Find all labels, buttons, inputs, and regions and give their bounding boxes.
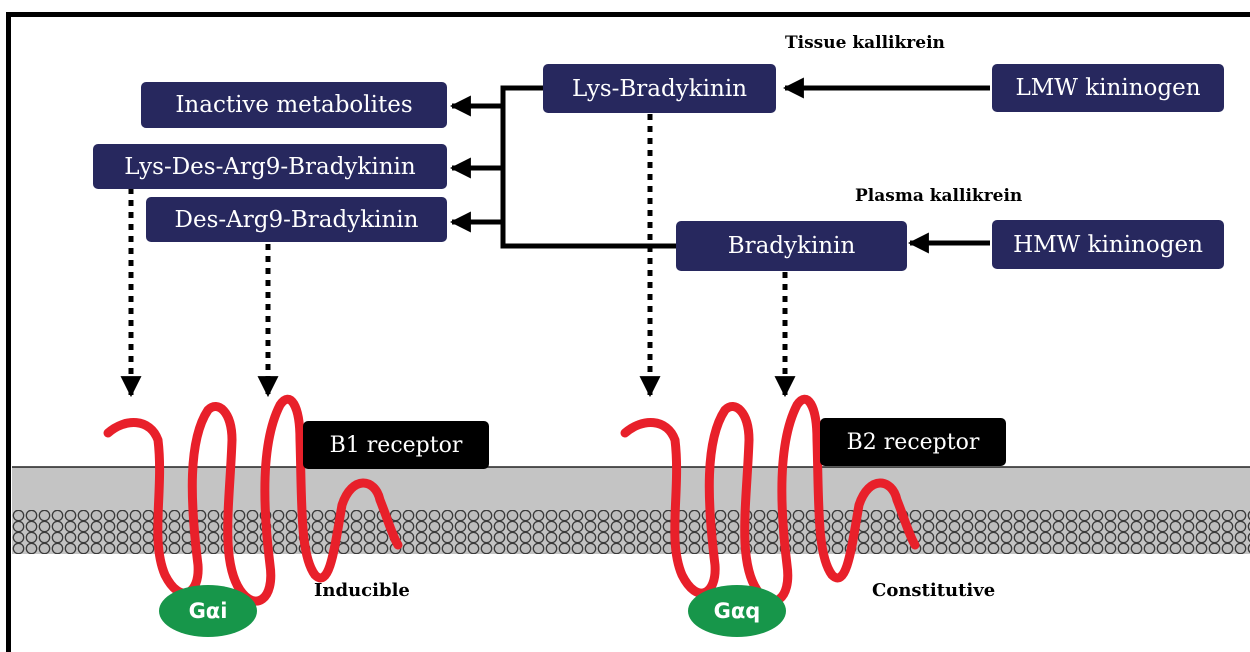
g-protein-gaq: Gαq xyxy=(688,585,786,637)
g-protein-gai: Gαi xyxy=(159,585,257,637)
node-inactive-metabolites: Inactive metabolites xyxy=(141,82,447,128)
label-plasma-kallikrein: Plasma kallikrein xyxy=(855,186,1023,206)
label-b1-receptor: B1 receptor xyxy=(303,421,489,469)
conversion-arrows xyxy=(449,77,990,254)
binding-arrows xyxy=(120,114,796,398)
lipid-bilayer xyxy=(12,510,1250,554)
label-tissue-kallikrein: Tissue kallikrein xyxy=(785,33,945,53)
node-bradykinin: Bradykinin xyxy=(676,221,907,271)
figure-border xyxy=(6,12,1250,652)
node-lys-bradykinin: Lys-Bradykinin xyxy=(543,64,776,113)
label-constitutive: Constitutive xyxy=(872,580,996,601)
b1-receptor-strand xyxy=(103,394,403,606)
node-lmw-kininogen: LMW kininogen xyxy=(992,64,1224,112)
node-lys-des-arg9-bradykinin: Lys-Des-Arg9-Bradykinin xyxy=(93,144,447,189)
node-hmw-kininogen: HMW kininogen xyxy=(992,220,1224,269)
label-b2-receptor: B2 receptor xyxy=(820,418,1006,466)
label-inducible: Inducible xyxy=(314,580,410,601)
node-des-arg9-bradykinin: Des-Arg9-Bradykinin xyxy=(146,197,447,242)
